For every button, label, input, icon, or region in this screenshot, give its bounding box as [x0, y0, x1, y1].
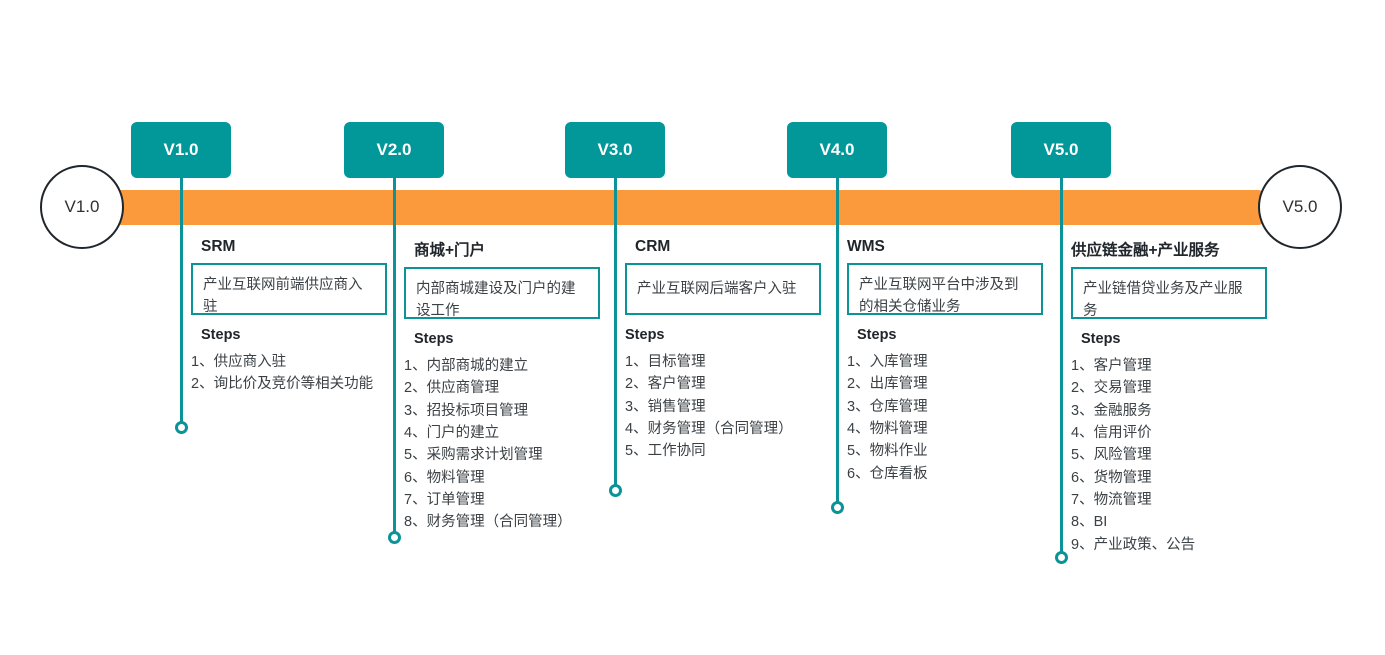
step-item: 4、门户的建立 [404, 424, 500, 441]
milestone-badge-label: V1.0 [163, 140, 199, 159]
steps-heading: Steps [857, 327, 897, 343]
step-item: 6、仓库看板 [847, 465, 928, 482]
milestone-badge-v1[interactable]: V1.0 [131, 122, 231, 178]
step-item: 7、物流管理 [1071, 491, 1152, 508]
milestone-badge-label: V2.0 [376, 140, 412, 159]
step-item: 2、询比价及竞价等相关功能 [191, 376, 374, 393]
milestone-title: WMS [847, 238, 885, 255]
connector-line-v5 [1060, 178, 1063, 558]
milestone-badge-v3[interactable]: V3.0 [565, 122, 665, 178]
step-item: 1、供应商入驻 [191, 354, 287, 370]
milestone-badge-label: V4.0 [819, 140, 855, 159]
step-item: 2、交易管理 [1071, 380, 1152, 397]
milestone-title: 商城+门户 [414, 242, 486, 259]
milestone-description: 内部商城建设及门户的建设工作 [404, 267, 600, 319]
steps-heading: Steps [414, 331, 454, 347]
step-item: 3、仓库管理 [847, 398, 928, 415]
timeline-end-label: V5.0 [1282, 197, 1318, 216]
milestone-description: 产业链借贷业务及产业服务 [1071, 267, 1267, 319]
milestone-badge-v5[interactable]: V5.0 [1011, 122, 1111, 178]
milestone-description: 产业互联网后端客户入驻 [625, 263, 821, 315]
connector-line-v2 [393, 178, 396, 538]
step-item: 2、供应商管理 [404, 380, 500, 397]
milestone-title: 供应链金融+产业服务 [1071, 242, 1220, 259]
milestone-column-v3: CRM 产业互联网后端客户入驻 Steps 1、目标管理 2、客户管理 3、销售… [625, 238, 821, 463]
connector-dot-v2 [388, 531, 401, 544]
step-item: 8、财务管理（合同管理） [404, 514, 572, 531]
step-item: 3、招投标项目管理 [404, 402, 529, 419]
milestone-badge-label: V3.0 [597, 140, 633, 159]
step-item: 1、目标管理 [625, 354, 706, 370]
milestone-column-v2: 商城+门户 内部商城建设及门户的建设工作 Steps 1、内部商城的建立 2、供… [404, 238, 600, 534]
steps-heading: Steps [201, 327, 241, 343]
steps-list: 1、客户管理 2、交易管理 3、金融服务 4、信用评价 5、风险管理 6、货物管… [1071, 355, 1267, 556]
connector-dot-v5 [1055, 551, 1068, 564]
steps-heading: Steps [625, 327, 665, 343]
milestone-column-v4: WMS 产业互联网平台中涉及到的相关仓储业务 Steps 1、入库管理 2、出库… [847, 238, 1043, 485]
milestone-description: 产业互联网前端供应商入驻 [191, 263, 387, 315]
step-item: 6、货物管理 [1071, 469, 1152, 486]
timeline-bar [108, 190, 1266, 225]
step-item: 4、财务管理（合同管理） [625, 420, 793, 437]
milestone-title: CRM [635, 238, 671, 255]
milestone-description: 产业互联网平台中涉及到的相关仓储业务 [847, 263, 1043, 315]
milestone-badge-label: V5.0 [1043, 140, 1079, 159]
connector-line-v3 [614, 178, 617, 491]
milestone-badge-v4[interactable]: V4.0 [787, 122, 887, 178]
step-item: 8、BI [1071, 514, 1108, 531]
step-item: 4、物料管理 [847, 420, 928, 437]
connector-line-v1 [180, 178, 183, 428]
step-item: 3、金融服务 [1071, 402, 1152, 419]
step-item: 9、产业政策、公告 [1071, 536, 1196, 553]
step-item: 5、物料作业 [847, 443, 928, 460]
step-item: 5、采购需求计划管理 [404, 447, 543, 464]
connector-dot-v4 [831, 501, 844, 514]
timeline-start-circle: V1.0 [40, 165, 124, 249]
milestone-badge-v2[interactable]: V2.0 [344, 122, 444, 178]
steps-list: 1、供应商入驻 2、询比价及竞价等相关功能 [191, 351, 387, 396]
milestone-column-v5: 供应链金融+产业服务 产业链借贷业务及产业服务 Steps 1、客户管理 2、交… [1071, 238, 1267, 556]
step-item: 1、内部商城的建立 [404, 358, 529, 374]
milestone-title: SRM [201, 238, 236, 255]
step-item: 4、信用评价 [1071, 424, 1152, 441]
step-item: 2、客户管理 [625, 376, 706, 393]
steps-list: 1、入库管理 2、出库管理 3、仓库管理 4、物料管理 5、物料作业 6、仓库看… [847, 351, 1043, 485]
timeline-start-label: V1.0 [64, 197, 100, 216]
step-item: 5、风险管理 [1071, 447, 1152, 464]
connector-line-v4 [836, 178, 839, 508]
step-item: 7、订单管理 [404, 491, 485, 508]
step-item: 3、销售管理 [625, 398, 706, 415]
step-item: 1、客户管理 [1071, 358, 1152, 374]
milestone-column-v1: SRM 产业互联网前端供应商入驻 Steps 1、供应商入驻 2、询比价及竞价等… [191, 238, 387, 396]
steps-list: 1、目标管理 2、客户管理 3、销售管理 4、财务管理（合同管理） 5、工作协同 [625, 351, 821, 463]
step-item: 1、入库管理 [847, 354, 928, 370]
steps-heading: Steps [1081, 331, 1121, 347]
timeline-end-circle: V5.0 [1258, 165, 1342, 249]
connector-dot-v1 [175, 421, 188, 434]
connector-dot-v3 [609, 484, 622, 497]
step-item: 2、出库管理 [847, 376, 928, 393]
step-item: 6、物料管理 [404, 469, 485, 486]
steps-list: 1、内部商城的建立 2、供应商管理 3、招投标项目管理 4、门户的建立 5、采购… [404, 355, 600, 534]
step-item: 5、工作协同 [625, 443, 706, 460]
